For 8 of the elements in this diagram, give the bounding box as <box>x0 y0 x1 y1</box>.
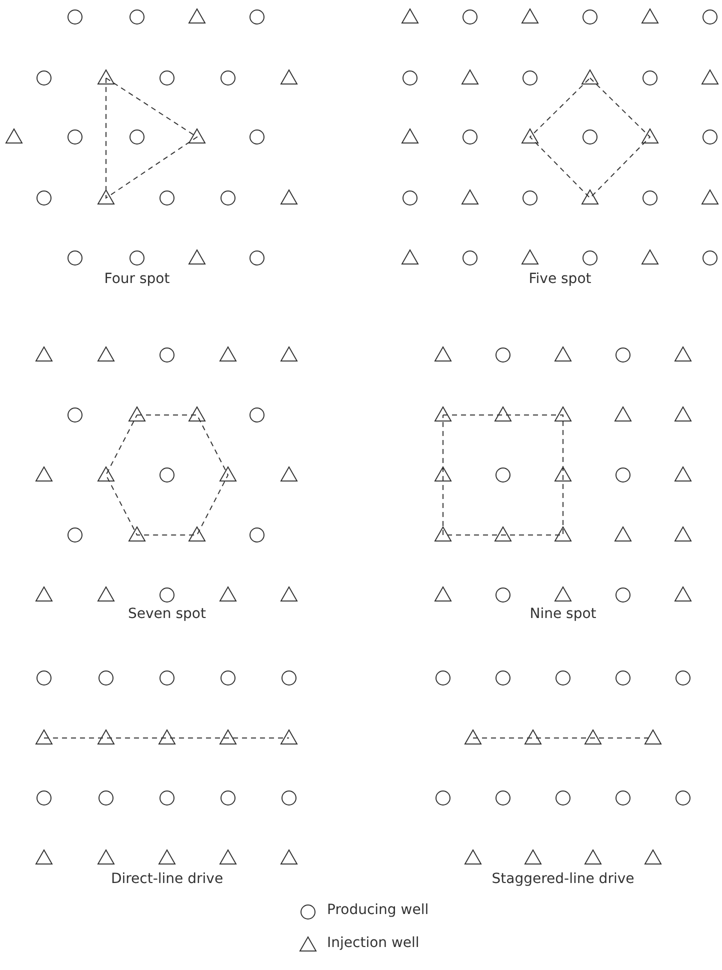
pattern-caption: Five spot <box>528 271 592 287</box>
pattern-caption: Four spot <box>104 271 170 287</box>
pattern-caption: Nine spot <box>530 606 596 622</box>
legend-text: Injection well <box>327 935 420 951</box>
legend-text: Producing well <box>327 902 429 918</box>
pattern-caption: Staggered-line drive <box>492 871 634 887</box>
pattern-caption: Seven spot <box>128 606 206 622</box>
pattern-caption: Direct-line drive <box>110 871 224 887</box>
